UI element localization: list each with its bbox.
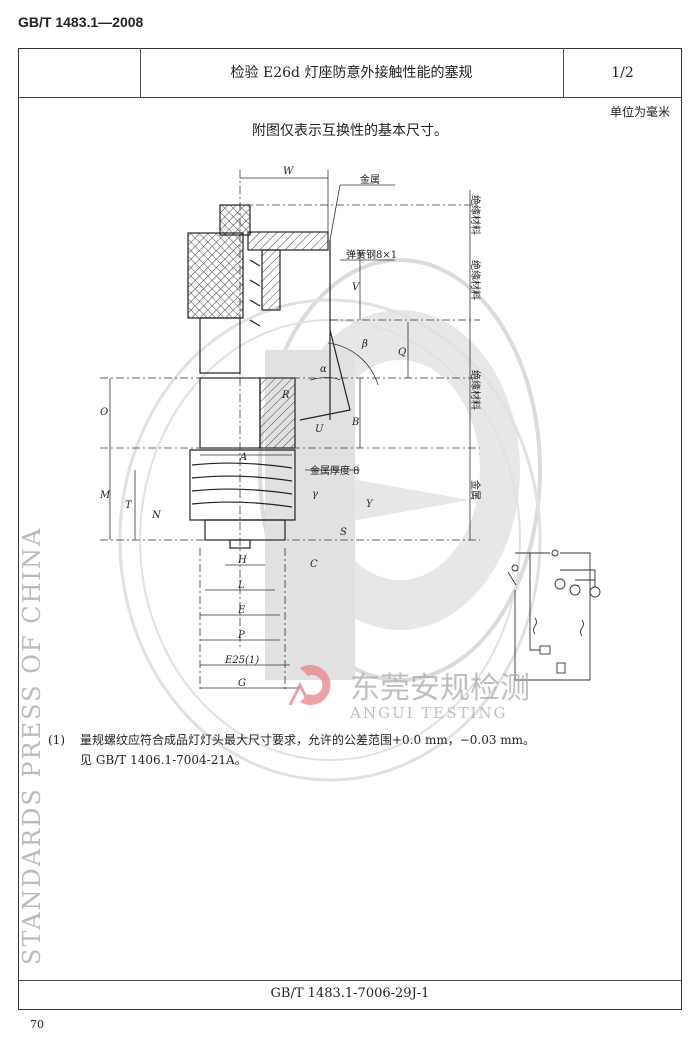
circuit-diagram	[507, 549, 601, 681]
dim-Y: Y	[366, 499, 374, 510]
page-number: 70	[30, 1018, 44, 1031]
dim-Q: Q	[398, 347, 406, 358]
footnote: (1) 量规螺纹应符合成品灯灯头最大尺寸要求，允许的公差范围+0.0 mm，−0.…	[48, 730, 535, 770]
label-metal-right: 金属	[469, 480, 482, 500]
sheet-number: 1/2	[611, 65, 634, 81]
dim-V: V	[352, 282, 361, 293]
header-col-divider	[140, 48, 141, 98]
dim-R: R	[281, 390, 290, 401]
angui-logo: 东莞安规检测 ANGUI TESTING	[288, 665, 530, 722]
footnote-line-2: 见 GB/T 1406.1-7004-21A。	[80, 753, 247, 767]
footer-divider	[18, 980, 682, 981]
dim-G: G	[238, 678, 246, 689]
drawing-code: GB/T 1483.1-7006-29J-1	[270, 986, 430, 1001]
dim-C: C	[310, 559, 318, 570]
logo-en: ANGUI TESTING	[349, 704, 508, 722]
dim-U: U	[315, 424, 324, 435]
dim-T: T	[125, 500, 133, 511]
unit-note: 单位为毫米	[609, 105, 670, 119]
drawing-note: 附图仅表示互换性的基本尺寸。	[252, 123, 448, 139]
dim-A: A	[239, 452, 247, 463]
header-divider	[18, 97, 682, 98]
angle-gamma: γ	[312, 489, 318, 500]
label-insulation-2: 绝缘材料	[469, 260, 482, 300]
standard-code: GB/T 1483.1—2008	[18, 14, 144, 30]
label-metal-thickness: 金属厚度 8	[310, 464, 360, 477]
dim-E25: E25(1)	[224, 655, 259, 666]
seal-text: STANDARDS PRESS OF CHINA	[18, 527, 46, 965]
page-title: 检验 E26d 灯座防意外接触性能的塞规	[230, 65, 473, 81]
dim-B: B	[351, 417, 359, 428]
footnote-line-1: 量规螺纹应符合成品灯灯头最大尺寸要求，允许的公差范围+0.0 mm，−0.03 …	[80, 733, 536, 747]
dim-E: E	[237, 605, 246, 616]
dim-N: N	[151, 510, 162, 521]
dim-S: S	[340, 527, 347, 538]
dim-M: M	[99, 490, 111, 501]
dim-O: O	[100, 407, 108, 418]
dimension-lines	[100, 170, 480, 690]
drawing-frame	[18, 48, 682, 1010]
label-spring-steel: 弹簧钢8×1	[346, 248, 397, 261]
angle-alpha: α	[320, 364, 327, 375]
logo-cn: 东莞安规检测	[350, 671, 530, 706]
gauge-body	[187, 204, 351, 549]
footnote-ref: (1)	[48, 733, 65, 747]
label-metal-top: 金属	[360, 173, 380, 186]
dim-H: H	[237, 555, 247, 566]
dim-W: W	[283, 166, 294, 177]
label-insulation-3: 绝缘材料	[469, 370, 482, 410]
angle-beta: β	[361, 339, 368, 350]
dim-L: L	[237, 580, 245, 591]
dim-P: P	[237, 630, 245, 641]
header-col-divider	[563, 48, 564, 98]
label-insulation-1: 绝缘材料	[469, 195, 482, 235]
